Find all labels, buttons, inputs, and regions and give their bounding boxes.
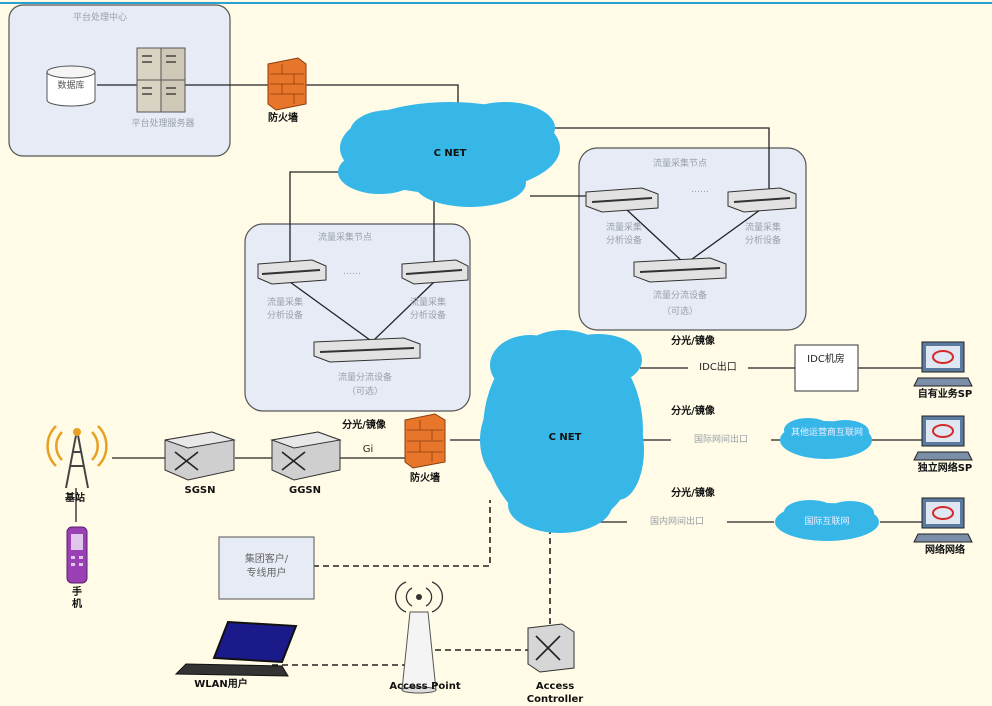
probe-c-label-1: 流量采集 bbox=[605, 223, 642, 233]
cnet-cloud-top bbox=[338, 102, 560, 207]
platform-center-zone bbox=[8, 4, 231, 157]
probe-dots-1: …… bbox=[343, 267, 361, 277]
probe-a-label-1: 流量采集 bbox=[266, 298, 303, 308]
group-customer-label-1: 集团客户/ bbox=[244, 554, 289, 565]
split-mirror-label-3: 分光/镜像 bbox=[671, 488, 715, 499]
platform-server-label: 平台处理服务器 bbox=[131, 119, 195, 129]
domestic-cloud-label: 国际互联网 bbox=[804, 517, 850, 527]
cnet-cloud-main bbox=[480, 330, 644, 533]
access-controller-label-2: Controller bbox=[526, 694, 584, 705]
firewall-label: 防火墙 bbox=[268, 113, 298, 124]
split-mirror-label-1: 分光/镜像 bbox=[671, 336, 715, 347]
gi-label: Gi bbox=[362, 444, 374, 455]
probe-dots-2: …… bbox=[691, 185, 709, 195]
sgsn-router-icon bbox=[164, 431, 236, 481]
base-station-label: 基站 bbox=[65, 493, 85, 504]
cnet-top-label: C NET bbox=[433, 148, 467, 159]
access-point-label: Access Point bbox=[389, 681, 461, 692]
cnet-main-label: C NET bbox=[548, 432, 582, 443]
wlan-user-label: WLAN用户 bbox=[194, 679, 248, 690]
firewall-label: 防火墙 bbox=[410, 473, 440, 484]
probe-node-1-title: 流量采集节点 bbox=[317, 233, 372, 243]
wlan-laptop-icon bbox=[174, 620, 298, 677]
firewall-icon bbox=[267, 57, 307, 111]
domestic-exit-label: 国内网间出口 bbox=[627, 516, 727, 528]
splitter-server-icon bbox=[313, 337, 421, 363]
probe-c-label-2: 分析设备 bbox=[605, 236, 642, 246]
phone-label: 手机 bbox=[72, 587, 82, 610]
idc-box-label: IDC机房 bbox=[807, 354, 845, 365]
domestic-internet-cloud bbox=[775, 500, 879, 541]
probe-d-label-1: 流量采集 bbox=[744, 223, 781, 233]
probe-d-label-2: 分析设备 bbox=[744, 236, 781, 246]
access-controller-icon bbox=[527, 623, 575, 673]
split-mirror-label-4: 分光/镜像 bbox=[342, 420, 386, 431]
probe-server-icon bbox=[727, 187, 797, 213]
platform-center-title: 平台处理中心 bbox=[72, 13, 127, 23]
dashed-lines bbox=[272, 500, 551, 666]
database-label: 数据库 bbox=[57, 81, 85, 91]
probe-b-label-1: 流量采集 bbox=[409, 298, 446, 308]
own-sp-computer-icon bbox=[913, 341, 973, 387]
independent-sp-label: 独立网络SP bbox=[917, 463, 973, 474]
group-customer-label-2: 专线用户 bbox=[246, 568, 287, 579]
probe-b-label-2: 分析设备 bbox=[409, 311, 446, 321]
idc-exit-label: IDC出口 bbox=[688, 362, 748, 374]
probe-server-icon bbox=[401, 259, 469, 285]
intl-exit-label: 国际网间出口 bbox=[671, 434, 771, 446]
ggsn-router-icon bbox=[270, 431, 342, 481]
group-customer-box bbox=[218, 536, 315, 600]
firewall-icon bbox=[404, 413, 446, 469]
inter-network-label: 网络网络 bbox=[925, 545, 965, 556]
connection-lines bbox=[75, 84, 922, 523]
database-icon bbox=[46, 65, 96, 107]
intl-cloud-label: 其他运营商互联网 bbox=[790, 428, 863, 438]
ggsn-label: GGSN bbox=[289, 485, 321, 496]
probe-a-label-2: 分析设备 bbox=[266, 311, 303, 321]
server-cluster-icon bbox=[136, 47, 186, 113]
splitter-1-label: 流量分流设备 bbox=[337, 373, 392, 383]
sgsn-label: SGSN bbox=[184, 485, 216, 496]
probe-server-icon bbox=[585, 187, 659, 213]
mobile-phone-icon bbox=[66, 526, 88, 584]
access-point-icon bbox=[394, 581, 444, 694]
split-mirror-label-2: 分光/镜像 bbox=[671, 406, 715, 417]
access-controller-label-1: Access bbox=[535, 681, 575, 692]
base-station-icon bbox=[46, 418, 108, 489]
idc-box bbox=[794, 344, 859, 392]
probe-node-2-title: 流量采集节点 bbox=[652, 159, 707, 169]
inter-network-computer-icon bbox=[913, 497, 973, 543]
splitter-server-icon bbox=[633, 257, 727, 283]
probe-server-icon bbox=[257, 259, 327, 285]
splitter-2-label: 流量分流设备 bbox=[652, 291, 707, 301]
splitter-1-optional: （可选） bbox=[346, 387, 383, 397]
independent-sp-computer-icon bbox=[913, 415, 973, 461]
own-sp-label: 自有业务SP bbox=[917, 389, 973, 400]
splitter-2-optional: （可选） bbox=[661, 307, 698, 317]
intl-internet-cloud bbox=[780, 418, 872, 459]
